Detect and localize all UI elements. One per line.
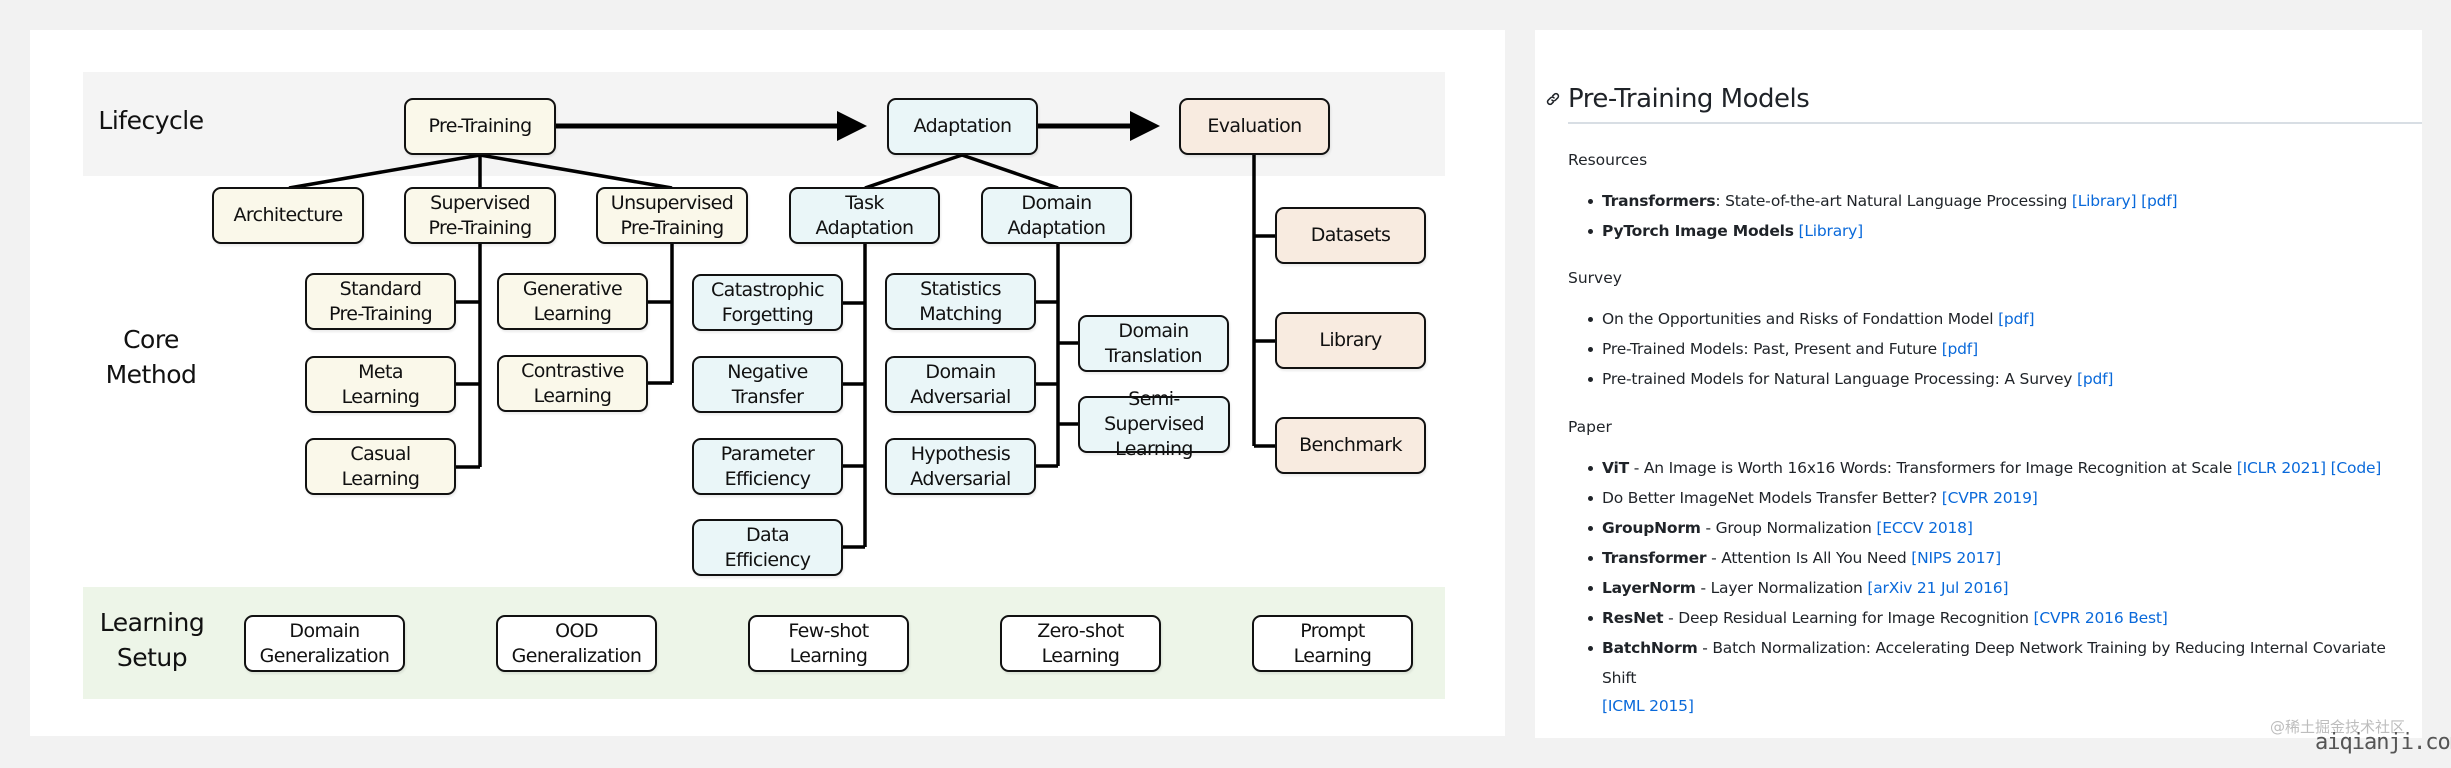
section-title-paper: Paper [1568,418,1612,436]
section-title-resources: Resources [1568,151,1648,169]
resources-list: Transformers: State-of-the-art Natural L… [1568,186,2418,246]
list-item: Transformers: State-of-the-art Natural L… [1568,186,2418,216]
node-data-efficiency: Data Efficiency [692,519,843,576]
row-label-lifecycle: Lifecycle [98,106,204,135]
node-prompt-learning: Prompt Learning [1252,615,1413,672]
node-generative-learning: Generative Learning [497,273,648,330]
reference-link[interactable]: [arXiv 21 Jul 2016] [1867,579,2009,597]
node-parameter-efficiency: Parameter Efficiency [692,438,843,495]
item-text: - Attention Is All You Need [1706,549,1912,567]
item-text: On the Opportunities and Risks of Fondat… [1602,310,1999,328]
list-item: Do Better ImageNet Models Transfer Bette… [1568,483,2418,513]
item-title: Transformers [1602,192,1716,210]
list-item: BatchNorm - Batch Normalization: Acceler… [1568,633,2418,719]
node-domain-adaptation: Domain Adaptation [981,187,1132,244]
node-few-shot-learning: Few-shot Learning [748,615,909,672]
node-standard-pre-training: Standard Pre-Training [305,273,456,330]
reference-link[interactable]: [pdf] [2141,192,2178,210]
item-text: Pre-Trained Models: Past, Present and Fu… [1602,340,1942,358]
node-domain-adversarial: Domain Adversarial [885,356,1036,413]
item-text: - Group Normalization [1700,519,1877,537]
reference-link[interactable]: [CVPR 2016 Best] [2033,609,2168,627]
document-panel [1535,30,2422,738]
reference-link[interactable]: [pdf] [1998,310,2035,328]
node-statistics-matching: Statistics Matching [885,273,1036,330]
node-unsupervised-pre-training: Unsupervised Pre-Training [596,187,748,244]
list-item: LayerNorm - Layer Normalization [arXiv 2… [1568,573,2418,603]
item-title: LayerNorm [1602,579,1696,597]
watermark-juejin: @稀土掘金技术社区 [2270,718,2406,736]
item-text: : State-of-the-art Natural Language Proc… [1715,192,2072,210]
node-supervised-pre-training: Supervised Pre-Training [404,187,556,244]
reference-link[interactable]: [Library] [1798,222,1864,240]
node-adaptation: Adaptation [887,98,1038,155]
list-item: Transformer - Attention Is All You Need … [1568,543,2418,573]
node-evaluation: Evaluation [1179,98,1330,155]
link-icon[interactable] [1544,90,1562,108]
row-label-learning-setup: Learning Setup [99,608,205,672]
item-title: ResNet [1602,609,1664,627]
reference-link[interactable]: [NIPS 2017] [1911,549,2001,567]
node-datasets: Datasets [1275,207,1426,264]
item-title: GroupNorm [1602,519,1701,537]
node-ood-generalization: OOD Generalization [496,615,657,672]
node-pre-training: Pre-Training [404,98,556,155]
item-title: BatchNorm [1602,639,1698,657]
survey-list: On the Opportunities and Risks of Fondat… [1568,304,2418,394]
item-title: PyTorch Image Models [1602,222,1794,240]
item-title: Transformer [1602,549,1707,567]
item-text: - Batch Normalization: Accelerating Deep… [1602,639,2386,687]
reference-link[interactable]: [pdf] [1941,340,1978,358]
row-label-core-method: Core Method [105,325,197,389]
list-item: ViT - An Image is Worth 16x16 Words: Tra… [1568,453,2418,483]
reference-link[interactable]: [ICLR 2021] [2236,459,2326,477]
list-item: On the Opportunities and Risks of Fondat… [1568,304,2418,334]
list-item: PyTorch Image Models [Library] [1568,216,2418,246]
item-text: - Deep Residual Learning for Image Recog… [1663,609,2034,627]
item-title: ViT [1602,459,1630,477]
node-contrastive-learning: Contrastive Learning [497,355,648,412]
node-negative-transfer: Negative Transfer [692,356,843,413]
reference-link[interactable]: [ECCV 2018] [1876,519,1973,537]
list-item: Pre-trained Models for Natural Language … [1568,364,2418,394]
node-architecture: Architecture [212,187,364,244]
node-domain-translation: Domain Translation [1078,315,1229,372]
node-casual-learning: Casual Learning [305,438,456,495]
list-item: Pre-Trained Models: Past, Present and Fu… [1568,334,2418,364]
node-zero-shot-learning: Zero-shot Learning [1000,615,1161,672]
item-text: Do Better ImageNet Models Transfer Bette… [1602,489,1942,507]
node-library: Library [1275,312,1426,369]
reference-link[interactable]: [Code] [2330,459,2382,477]
node-task-adaptation: Task Adaptation [789,187,940,244]
page-heading: Pre-Training Models [1568,84,1810,114]
paper-list: ViT - An Image is Worth 16x16 Words: Tra… [1568,453,2418,719]
heading-divider [1568,122,2422,124]
reference-link[interactable]: [pdf] [2077,370,2114,388]
node-benchmark: Benchmark [1275,417,1426,474]
reference-link[interactable]: [CVPR 2019] [1941,489,2038,507]
item-text: Pre-trained Models for Natural Language … [1602,370,2078,388]
node-semi-supervised-learning: Semi-Supervised Learning [1078,388,1230,460]
section-title-survey: Survey [1568,269,1622,287]
item-text: - An Image is Worth 16x16 Words: Transfo… [1629,459,2237,477]
reference-link[interactable]: [ICML 2015] [1602,697,1694,715]
item-text: - Layer Normalization [1695,579,1868,597]
list-item: GroupNorm - Group Normalization [ECCV 20… [1568,513,2418,543]
node-domain-generalization: Domain Generalization [244,615,405,672]
watermark-site: aiqianji.com [2315,730,2451,755]
reference-link[interactable]: [Library] [2071,192,2137,210]
node-catastrophic-forgetting: Catastrophic Forgetting [692,274,843,331]
node-hypothesis-adversarial: Hypothesis Adversarial [885,438,1036,495]
item-links-continuation: [ICML 2015] [1602,693,2418,719]
list-item: ResNet - Deep Residual Learning for Imag… [1568,603,2418,633]
node-meta-learning: Meta Learning [305,356,456,413]
